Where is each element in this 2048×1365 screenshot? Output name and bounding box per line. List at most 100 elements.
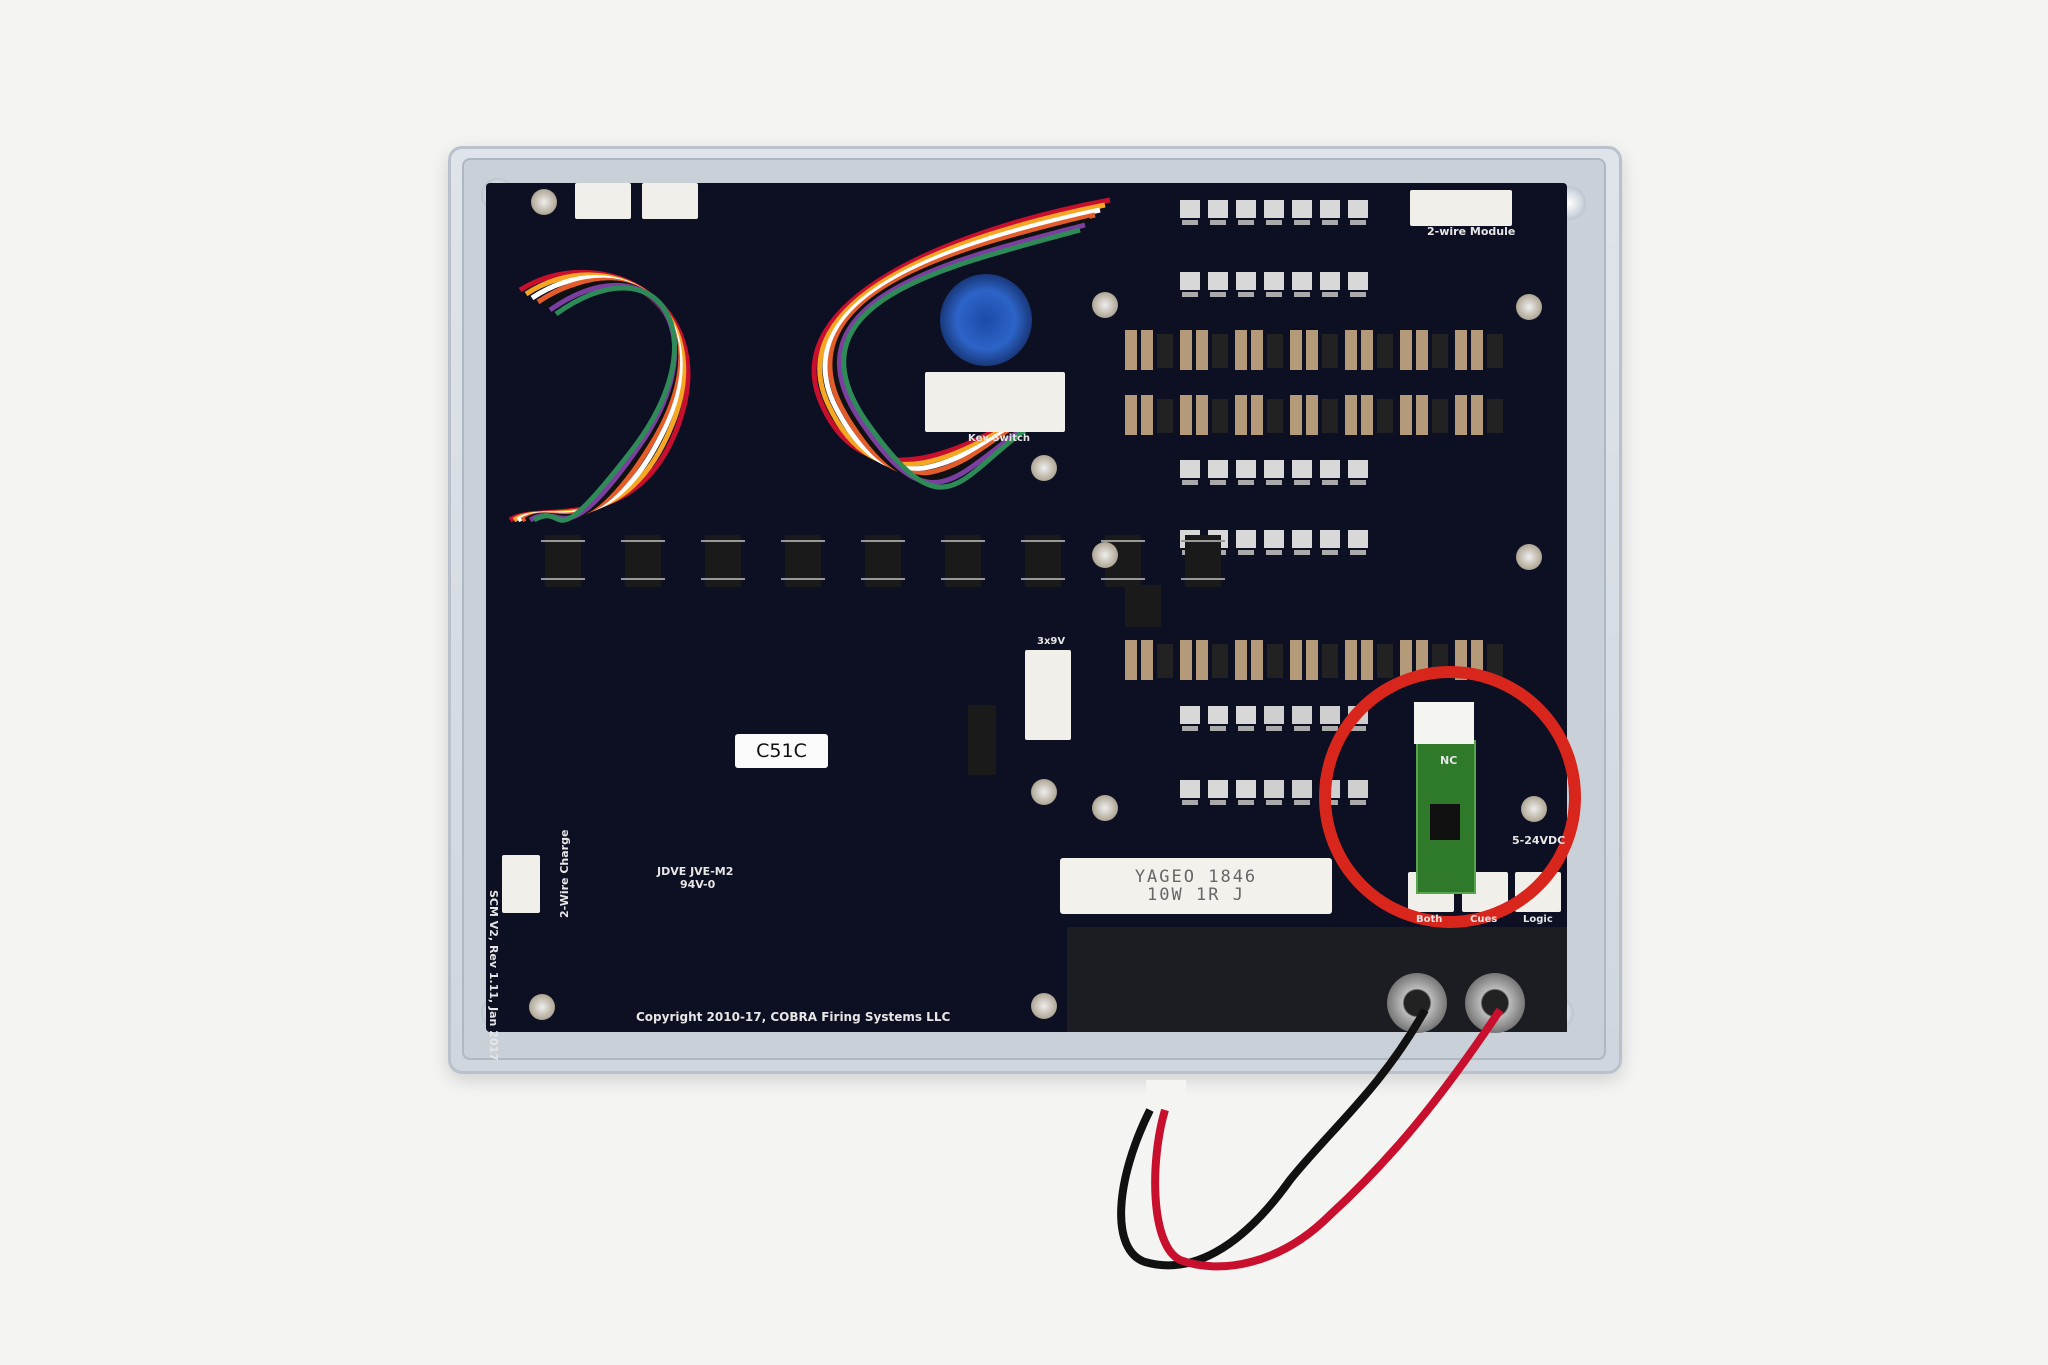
transistor-leads — [1322, 550, 1338, 555]
ic-chip — [1377, 644, 1393, 678]
resistor-network — [1471, 330, 1483, 370]
transistor — [1264, 530, 1284, 548]
ic-chip — [968, 705, 996, 775]
transistor-leads — [1322, 292, 1338, 297]
transistor — [1180, 780, 1200, 798]
wire — [836, 222, 1086, 485]
voltage-label: 5-24VDC — [1512, 834, 1566, 847]
ic-chip — [1487, 644, 1503, 678]
resistor-network — [1141, 395, 1153, 435]
transistor-leads — [1294, 292, 1310, 297]
transistor — [1208, 272, 1228, 290]
ic-pins — [941, 578, 985, 580]
resistor-network — [1361, 640, 1373, 680]
transistor — [1348, 530, 1368, 548]
connector — [575, 183, 631, 219]
resistor-network — [1345, 330, 1357, 370]
battery-connector — [1025, 650, 1071, 740]
ic-pins — [1021, 578, 1065, 580]
charge-connector — [502, 855, 540, 913]
screw — [1092, 292, 1118, 318]
transistor — [1292, 530, 1312, 548]
transistor — [1264, 200, 1284, 218]
transistor — [1292, 706, 1312, 724]
transistor-leads — [1182, 220, 1198, 225]
resistor-network — [1125, 640, 1137, 680]
resistor-network — [1306, 395, 1318, 435]
resistor-network — [1290, 395, 1302, 435]
transistor — [1236, 460, 1256, 478]
resistor-network — [1180, 330, 1192, 370]
ic-chip — [1377, 334, 1393, 368]
transistor — [1264, 460, 1284, 478]
transistor-leads — [1266, 220, 1282, 225]
transistor — [1348, 460, 1368, 478]
resistor-network — [1345, 640, 1357, 680]
screw — [1092, 795, 1118, 821]
resistor-network — [1416, 395, 1428, 435]
transistor — [1180, 272, 1200, 290]
resistor-network — [1235, 640, 1247, 680]
screw — [1092, 542, 1118, 568]
transistor-leads — [1210, 800, 1226, 805]
transistor — [1320, 530, 1340, 548]
resistor-network — [1455, 395, 1467, 435]
two-wire-charge-label: 2-Wire Charge — [558, 829, 571, 918]
resistor-network — [1400, 330, 1412, 370]
resistor-rating: 10W 1R J — [1147, 885, 1245, 905]
wire — [822, 207, 1101, 472]
key-switch-connector — [925, 372, 1065, 432]
ic-chip — [1322, 334, 1338, 368]
transistor-leads — [1266, 480, 1282, 485]
transistor — [1264, 272, 1284, 290]
screw — [529, 994, 555, 1020]
ic-pins — [1101, 540, 1145, 542]
resistor-network — [1251, 640, 1263, 680]
transistor-leads — [1294, 550, 1310, 555]
two-wire-module-connector — [1410, 190, 1512, 226]
resistor-network — [1141, 640, 1153, 680]
transistor-leads — [1238, 726, 1254, 731]
ic-pins — [1021, 540, 1065, 542]
transistor — [1320, 706, 1340, 724]
transistor — [1292, 460, 1312, 478]
resistor-network — [1361, 395, 1373, 435]
transistor — [1348, 272, 1368, 290]
resistor-network — [1306, 330, 1318, 370]
ic-pins — [541, 540, 585, 542]
ic-chip — [1322, 644, 1338, 678]
resistor-network — [1290, 640, 1302, 680]
transistor — [1236, 780, 1256, 798]
transistor-leads — [1294, 726, 1310, 731]
transistor — [1236, 272, 1256, 290]
wire-plug — [1146, 1080, 1186, 1108]
screw — [1516, 544, 1542, 570]
resistor-network — [1400, 640, 1412, 680]
ic-pins — [701, 578, 745, 580]
highlight-circle — [1319, 666, 1581, 928]
resistor-network — [1196, 640, 1208, 680]
ic-pins — [621, 578, 665, 580]
resistor-network — [1361, 330, 1373, 370]
transistor-leads — [1350, 480, 1366, 485]
ic-chip — [1377, 399, 1393, 433]
ic-chip — [1487, 399, 1503, 433]
resistor-network — [1345, 395, 1357, 435]
transistor-leads — [1238, 220, 1254, 225]
screw — [1031, 993, 1057, 1019]
resistor-network — [1400, 395, 1412, 435]
logic-label: Logic — [1523, 914, 1553, 925]
resistor-network — [1196, 330, 1208, 370]
ic-chip — [1432, 334, 1448, 368]
transistor-leads — [1266, 726, 1282, 731]
cues-label: Cues — [1470, 914, 1498, 925]
ic-chip — [1212, 334, 1228, 368]
transistor — [1320, 272, 1340, 290]
wire — [811, 197, 1111, 463]
ul-rating-mark: 94V-0 — [680, 878, 716, 891]
transistor-leads — [1294, 220, 1310, 225]
transistor-leads — [1210, 480, 1226, 485]
ic-chip — [1267, 334, 1283, 368]
transistor-leads — [1350, 550, 1366, 555]
